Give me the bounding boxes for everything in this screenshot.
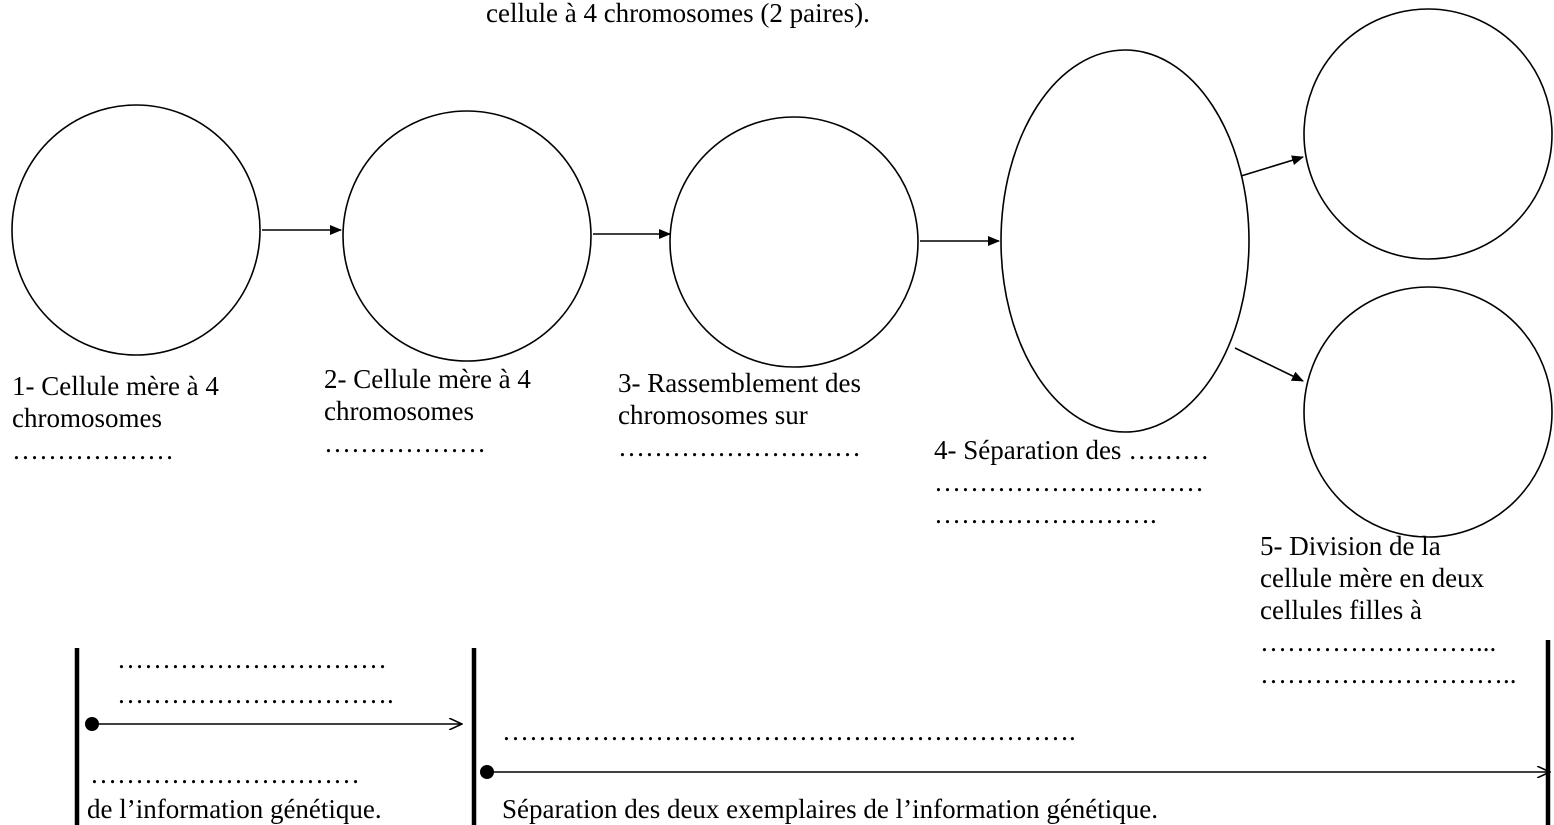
phase-1-blank-1: ………………………… <box>117 644 387 674</box>
phase-2-label: Séparation des deux exemplaires de l’inf… <box>502 794 1159 824</box>
stage-5-blank-1: ……………………... <box>1260 627 1497 657</box>
arrow-4-to-bottom <box>1234 347 1304 382</box>
phase-1-label: de l’information génétique. <box>87 794 382 824</box>
phase-1-blank-3: ………………………… <box>90 759 360 789</box>
stage-3-line-2: chromosomes sur <box>618 400 808 430</box>
daughter-cell-top-circle <box>1303 8 1553 260</box>
arrow-4-to-top <box>1240 155 1304 177</box>
cell-4-ellipse <box>1000 49 1250 433</box>
cell-2-circle <box>342 110 592 362</box>
stage-4-label: 4- Séparation des ……… ………………………… …………………… <box>934 434 1209 530</box>
daughter-cell-bottom-circle <box>1303 286 1553 538</box>
cell-3-circle <box>669 116 919 368</box>
stage-2-line-2: chromosomes <box>324 396 474 426</box>
stage-1-label: 1- Cellule mère à 4 chromosomes ……………… <box>12 370 219 466</box>
stage-2-label: 2- Cellule mère à 4 chromosomes ……………… <box>324 363 531 459</box>
stage-3-blank: ……………………… <box>618 432 861 462</box>
phase-2-blank: ………………………………………………………. <box>502 716 1076 746</box>
stage-4-blank-2: ……………………. <box>934 499 1157 529</box>
header-caption: cellule à 4 chromosomes (2 paires). <box>486 0 870 28</box>
stage-2-line-1: 2- Cellule mère à 4 <box>324 364 531 394</box>
stage-5-line-1: 5- Division de la <box>1260 531 1441 561</box>
stage-1-line-2: chromosomes <box>12 403 162 433</box>
stage-5-line-2: cellule mère en deux <box>1260 563 1485 593</box>
stage-3-line-1: 3- Rassemblement des <box>618 368 861 398</box>
cell-1-circle <box>11 104 261 356</box>
stage-4-blank-1: ………………………… <box>934 467 1204 497</box>
stage-1-line-1: 1- Cellule mère à 4 <box>12 371 219 401</box>
stage-3-label: 3- Rassemblement des chromosomes sur ………… <box>618 367 861 463</box>
stage-5-label: 5- Division de la cellule mère en deux c… <box>1260 530 1517 690</box>
stage-5-blank-2: ……………………….. <box>1260 659 1517 689</box>
stage-4-line-1: 4- Séparation des ……… <box>934 435 1210 465</box>
stage-5-line-3: cellules filles à <box>1260 595 1422 625</box>
stage-2-blank: ……………… <box>324 428 486 458</box>
phase-1-blank-2: …………………………. <box>117 679 394 709</box>
stage-1-blank: ……………… <box>12 435 174 465</box>
